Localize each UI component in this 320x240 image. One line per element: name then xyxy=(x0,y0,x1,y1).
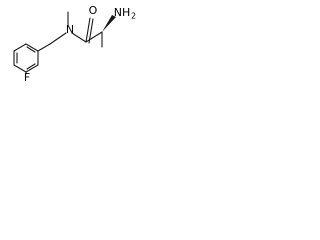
carbonyl-bond-1 xyxy=(85,17,91,43)
wedge-bond-amine xyxy=(102,15,116,32)
oxygen-label: O xyxy=(89,4,98,17)
benzene-ring xyxy=(13,43,39,73)
ring-bond-6 xyxy=(25,43,39,52)
ring-bond-1 xyxy=(13,43,27,52)
benzyl-bond xyxy=(37,43,51,52)
ch2-n-bond xyxy=(49,32,67,45)
ring-bond-3 xyxy=(13,64,27,73)
molecule-canvas: N O NH 2 F xyxy=(0,0,141,82)
ring-double-bond-2 xyxy=(26,63,36,70)
amine-label: NH xyxy=(114,6,131,19)
carbonyl-bond-2 xyxy=(88,18,94,44)
nitrogen-label: N xyxy=(66,23,74,36)
alpha-carbon-bond xyxy=(85,31,103,43)
fluorine-label: F xyxy=(24,71,30,82)
ring-bond-4 xyxy=(25,64,39,73)
amine-subscript: 2 xyxy=(131,12,136,21)
n-carbonyl-bond xyxy=(71,32,87,43)
ring-double-bond-3 xyxy=(26,46,36,53)
molecule-structure: N O NH 2 F xyxy=(13,4,136,82)
